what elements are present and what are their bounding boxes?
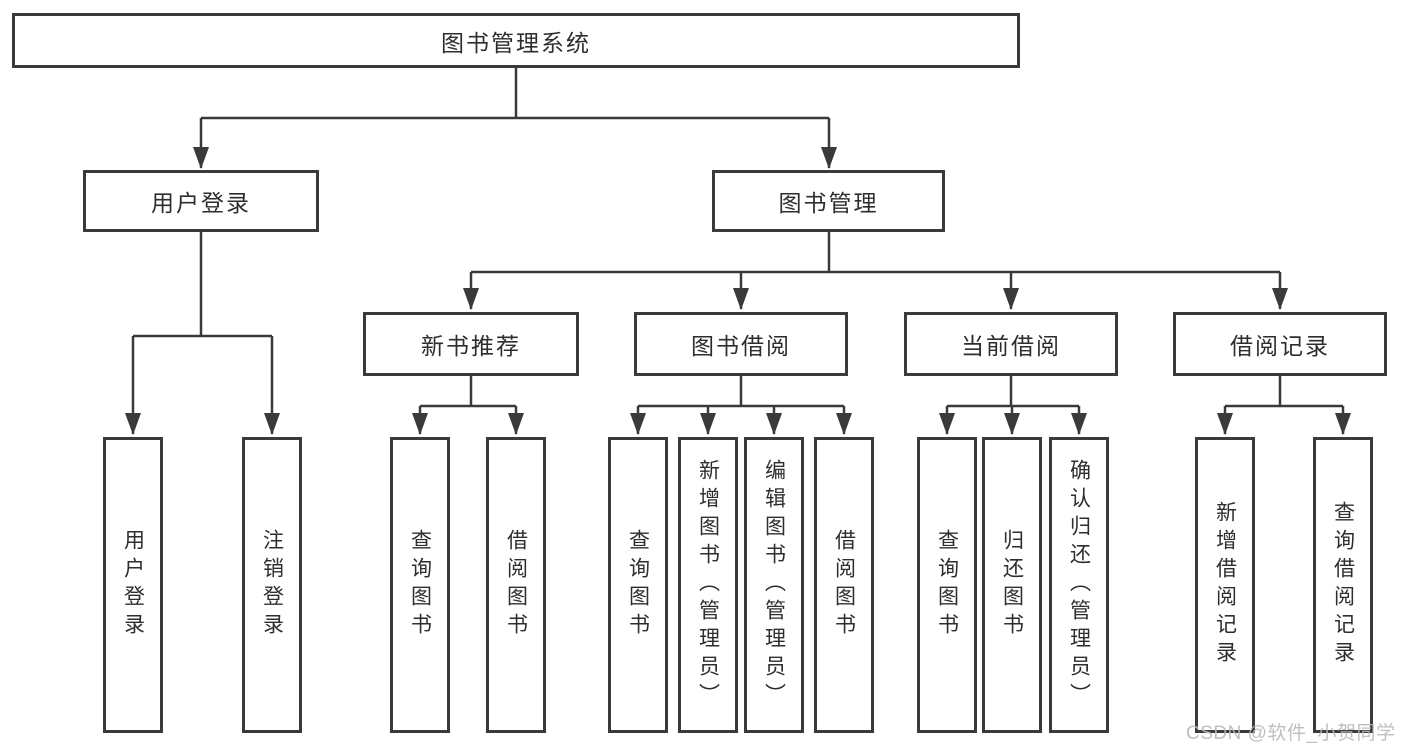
node-current-return-books: 归还图书 — [982, 437, 1042, 733]
node-recommend-borrow-books: 借阅图书 — [486, 437, 546, 733]
node-label: 查询借阅记录 — [1331, 501, 1355, 669]
node-label: 归还图书 — [1000, 529, 1024, 641]
node-borrow-query-books: 查询图书 — [608, 437, 668, 733]
node-borrow-edit-books-admin: 编辑图书（管理员） — [744, 437, 804, 733]
node-label: 编辑图书（管理员） — [762, 459, 786, 711]
node-library-system: 图书管理系统 — [12, 13, 1020, 68]
node-new-book-recommend: 新书推荐 — [363, 312, 579, 376]
node-records-query-record: 查询借阅记录 — [1313, 437, 1373, 733]
node-book-management: 图书管理 — [712, 170, 945, 232]
watermark: CSDN @软件_小贺同学 — [1186, 723, 1396, 744]
node-label: 查询图书 — [626, 529, 650, 641]
node-login-logout: 注销登录 — [242, 437, 302, 733]
node-label: 新增图书（管理员） — [696, 459, 720, 711]
node-label: 借阅图书 — [832, 529, 856, 641]
node-label: 查询图书 — [408, 529, 432, 641]
node-login-user-login: 用户登录 — [103, 437, 163, 733]
node-borrow-borrow-books: 借阅图书 — [814, 437, 874, 733]
node-records-add-record: 新增借阅记录 — [1195, 437, 1255, 733]
node-label: 用户登录 — [121, 529, 145, 641]
node-recommend-query-books: 查询图书 — [390, 437, 450, 733]
connector-trunks — [133, 68, 1343, 408]
node-current-query-books: 查询图书 — [917, 437, 977, 733]
node-label: 注销登录 — [260, 529, 284, 641]
node-user-login: 用户登录 — [83, 170, 319, 232]
node-label: 查询图书 — [935, 529, 959, 641]
node-label: 新增借阅记录 — [1213, 501, 1237, 669]
node-borrow-records: 借阅记录 — [1173, 312, 1387, 376]
node-label: 确认归还（管理员） — [1067, 459, 1091, 711]
node-current-borrow: 当前借阅 — [904, 312, 1118, 376]
node-book-borrow: 图书借阅 — [634, 312, 848, 376]
node-label: 借阅图书 — [504, 529, 528, 641]
node-current-confirm-return-admin: 确认归还（管理员） — [1049, 437, 1109, 733]
connector-arrows — [125, 118, 1351, 435]
node-borrow-add-books-admin: 新增图书（管理员） — [678, 437, 738, 733]
